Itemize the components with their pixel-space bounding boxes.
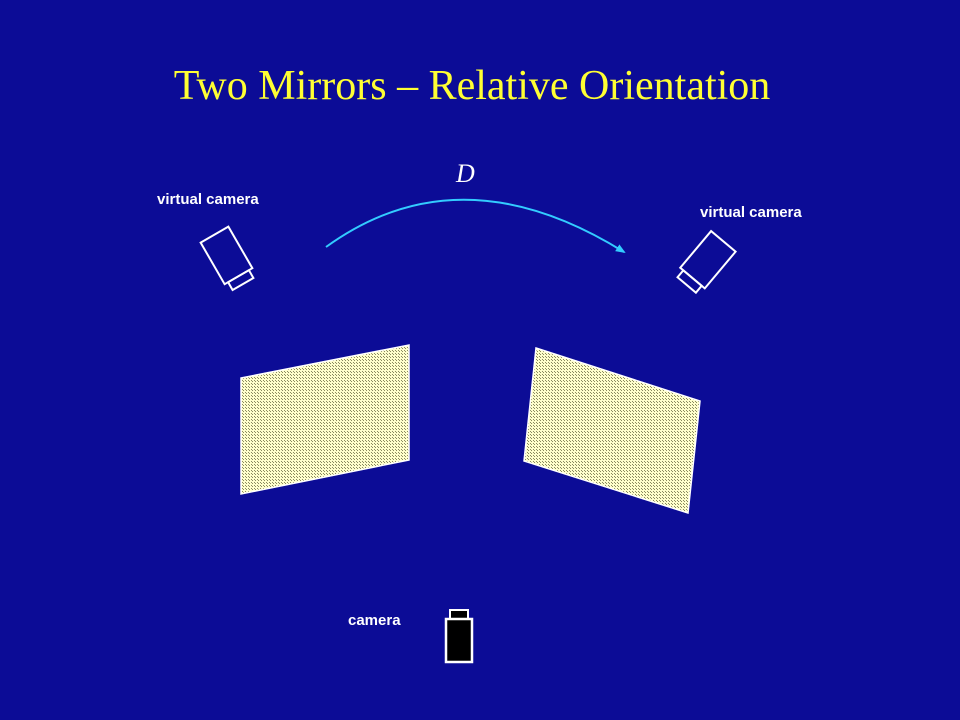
virtual-camera-right-label: virtual camera <box>700 204 802 221</box>
virtual-camera-left-label: virtual camera <box>157 191 259 208</box>
camera-label: camera <box>348 612 401 629</box>
transform-arrow <box>325 198 626 254</box>
transform-label: D <box>456 159 475 188</box>
virtual-camera-right-icon <box>676 229 738 295</box>
mirror-left <box>240 344 410 495</box>
camera-icon <box>444 609 474 664</box>
slide-title: Two Mirrors – Relative Orientation <box>173 63 771 109</box>
mirror-right <box>523 347 701 514</box>
virtual-camera-left-icon <box>199 225 255 292</box>
